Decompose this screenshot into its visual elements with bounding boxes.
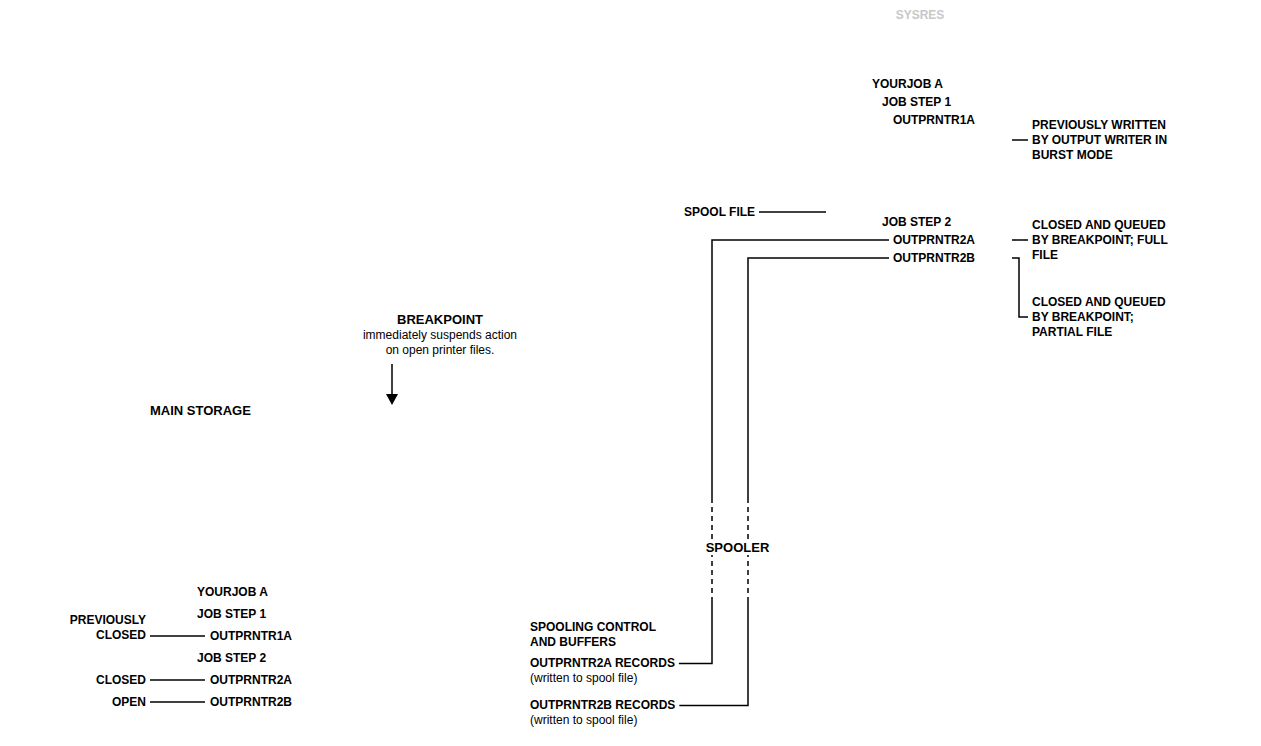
records-entry: OUTPRNTR2B RECORDS(written to spool file… [526, 698, 679, 728]
node-text: (written to spool file) [530, 713, 637, 728]
spool-file-panel: YOURJOB AJOB STEP 1OUTPRNTR1AJOB STEP 2O… [868, 64, 1004, 270]
leader-line [150, 679, 205, 681]
label-holder: CLOSED [60, 673, 146, 688]
disk-body [829, 26, 1011, 290]
callout-heading: BREAKPOINT [358, 312, 522, 327]
status-label: OPEN [60, 695, 146, 710]
leader-line [828, 211, 853, 213]
leader-line [1012, 239, 1028, 241]
node-text: OUTPRNTR2B [893, 249, 975, 267]
label-holder: SPOOL FILE [684, 205, 755, 220]
storage-piece [398, 430, 1261, 746]
spool-connector [679, 240, 889, 664]
main-storage-region: MAIN STORAGEYOURJOB AJOB STEP 1OUTPRNTR1… [150, 430, 1261, 746]
breakpoint-arrow-shaft [391, 364, 393, 394]
leader-line [759, 211, 826, 213]
spool-file-brace [855, 76, 866, 268]
node-text: (written to spool file) [530, 671, 637, 686]
label-holder: PREVIOUSLY WRITTEN BY OUTPUT WRITER IN B… [1032, 118, 1182, 163]
callout-label: CLOSED AND QUEUED BY BREAKPOINT; FULL FI… [1032, 218, 1182, 263]
callout-label: SPOOL FILE [684, 205, 755, 220]
callout-label: CLOSED AND QUEUED BY BREAKPOINT; PARTIAL… [1032, 295, 1182, 340]
leader-line [150, 635, 205, 637]
node-text: OUTPRNTR2A RECORDS [530, 656, 675, 671]
storage-piece [150, 430, 390, 746]
node-text: OUTPRNTR2A [893, 231, 975, 249]
spool-file-entry: OUTPRNTR2B [889, 249, 977, 267]
node-text: JOB STEP 2 [197, 647, 266, 669]
label-holder: CLOSED AND QUEUED BY BREAKPOINT; PARTIAL… [1032, 295, 1182, 340]
node-text: JOB STEP 2 [882, 213, 951, 231]
status-label: PREVIOUSLY CLOSED [60, 613, 146, 643]
node-text: SPOOLING CONTROL AND BUFFERS [530, 620, 670, 650]
node-text: OUTPRNTR1A [893, 111, 975, 129]
node-text: OUTPRNTR2B [210, 691, 292, 713]
region-heading: MAIN STORAGE [150, 403, 251, 418]
label-holder: PREVIOUSLY CLOSED [60, 613, 146, 643]
node-text: JOB STEP 1 [197, 603, 266, 625]
disk-top [829, 4, 1011, 48]
records-entry: OUTPRNTR2A RECORDS(written to spool file… [526, 656, 679, 686]
callout-label: PREVIOUSLY WRITTEN BY OUTPUT WRITER IN B… [1032, 118, 1182, 163]
leader-line [150, 701, 205, 703]
label-holder: BREAKPOINT [358, 312, 522, 327]
status-label: CLOSED [60, 673, 146, 688]
label-holder: CLOSED AND QUEUED BY BREAKPOINT; FULL FI… [1032, 218, 1182, 263]
node-text: YOURJOB A [872, 75, 943, 93]
node-text: JOB STEP 1 [882, 93, 951, 111]
node-text: OUTPRNTR2A [210, 669, 292, 691]
spooler-box: SPOOLER [675, 498, 800, 598]
leader-line [1012, 258, 1028, 317]
disk-cylinder: SYSRES YOURJOB AJOB STEP 1OUTPRNTR1A JOB S… [828, 2, 1012, 292]
node-text: YOURJOB A [197, 581, 268, 603]
spool-file-entry: OUTPRNTR2A [889, 231, 977, 249]
label-holder: immediately suspends action on open prin… [358, 328, 522, 358]
disk-label: SYSRES [896, 8, 945, 23]
callout-note: immediately suspends action on open prin… [358, 328, 522, 358]
disk-outline [828, 2, 1012, 292]
breakpoint-arrow-head [386, 394, 398, 405]
node-text: OUTPRNTR2B RECORDS [530, 698, 675, 713]
node-text: OUTPRNTR1A [210, 625, 292, 647]
spooling-control-box: SPOOLING CONTROL AND BUFFERS OUTPRNTR2A R… [470, 612, 960, 740]
spool-connector [679, 258, 889, 706]
node-text: SPOOLER [703, 540, 773, 555]
connector-group [679, 240, 889, 706]
job-box: YOURJOB AJOB STEP 1OUTPRNTR1AJOB STEP 2O… [180, 562, 330, 722]
label-holder: OPEN [60, 695, 146, 710]
leader-line [1012, 139, 1028, 141]
